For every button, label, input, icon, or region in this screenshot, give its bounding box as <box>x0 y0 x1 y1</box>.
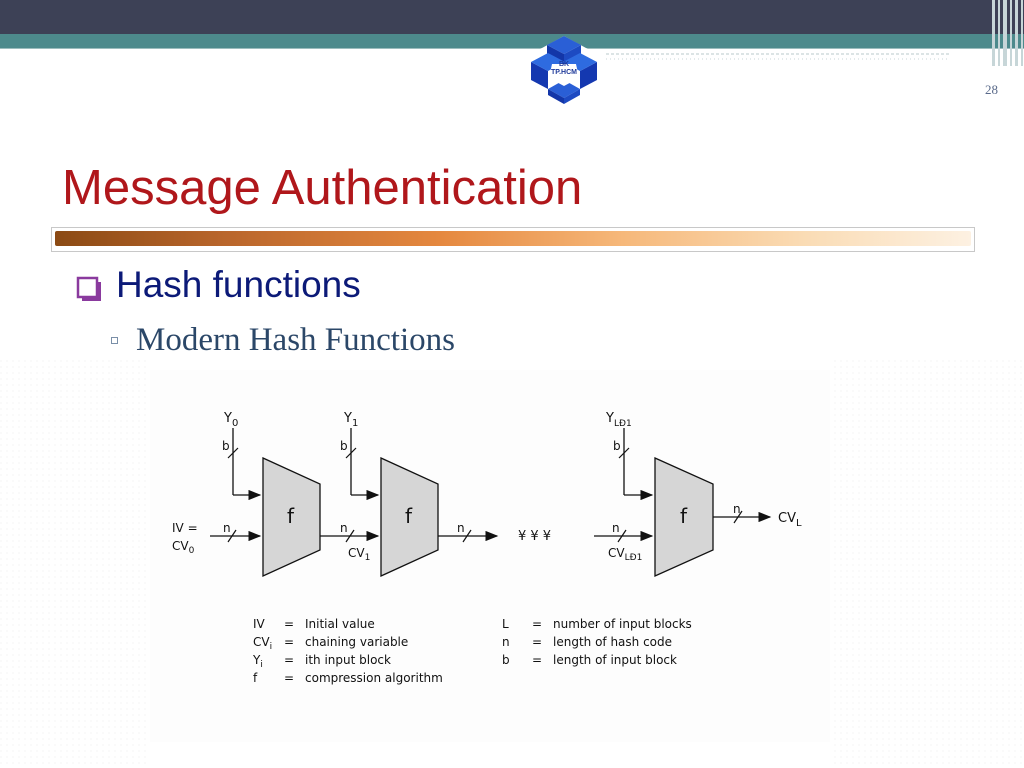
svg-text:=: = <box>284 635 294 649</box>
n-label-in-3: n <box>612 521 620 535</box>
bullet-modern-hash-functions: Modern Hash Functions <box>136 322 455 358</box>
compression-block-3 <box>654 456 714 578</box>
svg-text:compression algorithm: compression algorithm <box>305 671 443 685</box>
cv0-label: CV0 <box>172 539 195 556</box>
n-slash-out-3 <box>733 510 743 524</box>
title-underline-bar <box>55 231 971 246</box>
width-slash-1 <box>227 447 239 459</box>
input-yl1-label: YLĐ1 <box>605 411 632 429</box>
hash-chain-diagram: Y0 b f IV = CV0 n Y1 b n CV1 f <box>172 411 802 685</box>
n-label-in-2: n <box>340 521 348 535</box>
svg-text:=: = <box>284 671 294 685</box>
bullet-hash-functions: Hash functions <box>116 264 361 305</box>
legend-left-row: Yi <box>252 653 263 670</box>
block-f-label-1: f <box>287 504 295 528</box>
svg-text:=: = <box>284 617 294 631</box>
width-slash-2 <box>345 447 357 459</box>
compression-block-2 <box>380 456 439 578</box>
slide-title: Message Authentication <box>62 161 583 215</box>
block-1: Y0 b f IV = CV0 n <box>172 411 321 578</box>
svg-text:=: = <box>284 653 294 667</box>
width-label-1: b <box>222 439 230 453</box>
ellipsis-symbols: ¥ ¥ ¥ <box>518 529 551 544</box>
svg-text:ith input block: ith input block <box>305 653 391 667</box>
legend-left-row: CVi <box>253 635 272 652</box>
svg-text:number of input blocks: number of input blocks <box>553 617 692 631</box>
header-teal-band <box>0 34 1024 48</box>
width-label-3: b <box>613 439 621 453</box>
svg-text:length of input block: length of input block <box>553 653 677 667</box>
svg-text:chaining variable: chaining variable <box>305 635 408 649</box>
svg-text:Initial value: Initial value <box>305 617 375 631</box>
legend-right-row: n <box>502 635 510 649</box>
input-y0-label: Y0 <box>223 411 238 429</box>
cv1-label: CV1 <box>348 546 370 563</box>
header-right-stripes <box>988 0 1024 66</box>
n-slash-in-2 <box>345 529 355 543</box>
iv-label: IV = <box>172 521 198 535</box>
n-slash-out-2 <box>462 529 472 543</box>
legend-left-row: IV <box>253 617 266 631</box>
header-dotted-decoration <box>606 53 950 60</box>
legend-left-row: f <box>253 671 258 685</box>
cvl-output-label: CVL <box>778 511 802 529</box>
n-label-out-2: n <box>457 521 465 535</box>
logo-text: BK TP.HCM <box>551 61 577 76</box>
legend-right: L = number of input blocks n = length of… <box>502 617 692 667</box>
cvl1-label: CVLĐ1 <box>608 546 642 563</box>
block-3: YLĐ1 b n CVLĐ1 f n CVL <box>594 411 802 578</box>
block-2: Y1 b n CV1 f n <box>320 411 499 578</box>
width-slash-3 <box>618 447 630 459</box>
n-slash-in-1 <box>227 529 237 543</box>
legend-right-row: b <box>502 653 510 667</box>
legend-right-row: L <box>502 617 509 631</box>
n-label-in-1: n <box>223 521 231 535</box>
svg-text:=: = <box>532 617 542 631</box>
svg-text:=: = <box>532 635 542 649</box>
block-f-label-3: f <box>680 504 688 528</box>
block-f-label-2: f <box>405 504 413 528</box>
legend-left: IV = Initial value CVi = chaining variab… <box>252 617 443 685</box>
n-label-out-3: n <box>733 502 741 516</box>
slide-number: 28 <box>985 82 998 97</box>
svg-text:length of hash code: length of hash code <box>553 635 672 649</box>
university-logo <box>531 36 597 104</box>
header-dark-band <box>0 0 1024 34</box>
n-slash-in-3 <box>617 529 627 543</box>
header-rule <box>0 48 1024 49</box>
input-y1-label: Y1 <box>343 411 358 429</box>
svg-text:=: = <box>532 653 542 667</box>
width-label-2: b <box>340 439 348 453</box>
compression-block-1 <box>262 456 321 578</box>
checkbox-bullet-icon <box>76 276 101 301</box>
square-bullet-icon <box>111 337 118 344</box>
